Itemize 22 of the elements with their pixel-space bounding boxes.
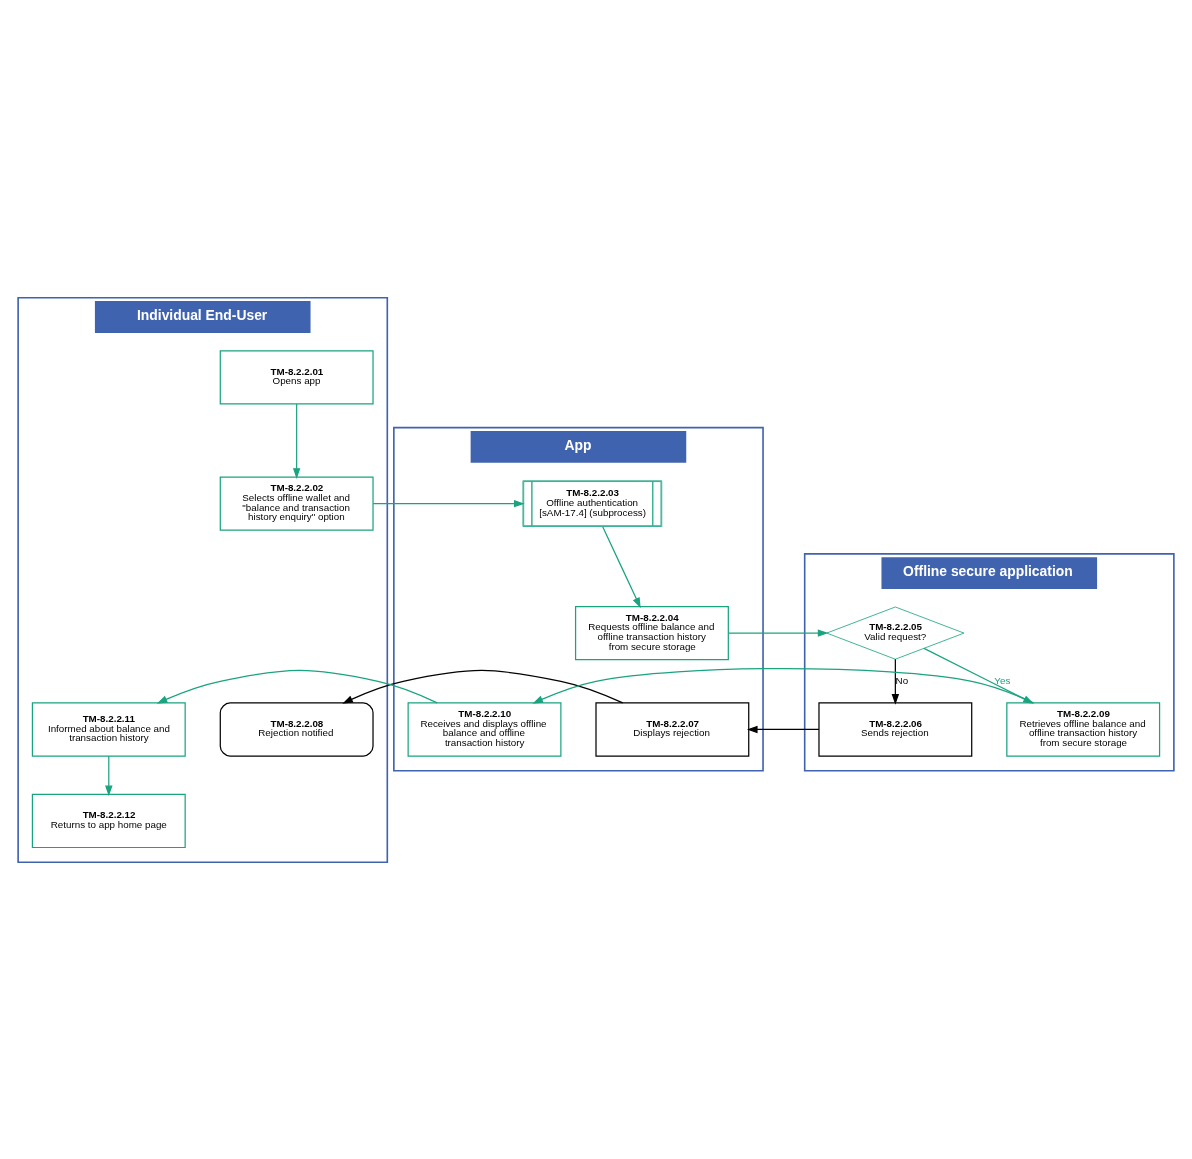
node-box: TM-8.2.2.08 Rejection notified [219, 701, 374, 757]
node-box: TM-8.2.2.07 Displays rejection [595, 701, 750, 757]
arrow [372, 499, 525, 507]
arrow [342, 669, 624, 704]
arrow [746, 725, 820, 733]
node-box: TM-8.2.2.04 Requests offline balance and offline transaction history from secure storage [574, 605, 729, 660]
arrow [105, 754, 113, 796]
arrow [156, 669, 438, 704]
arrow [292, 402, 301, 479]
node-box: TM-8.2.2.09 Retrieves offline balance and offline transaction history from secure storage [1006, 701, 1161, 757]
node-box: TM-8.2.2.06 Sends rejection [818, 701, 973, 757]
node-diamond: TM-8.2.2.05 Valid request? [826, 606, 965, 660]
node-box: TM-8.2.2.01 Opens app [219, 349, 374, 405]
arrow [602, 525, 641, 608]
node-box: TM-8.2.2.02 Selects offline wallet and "balance and transaction history enquiry" option [219, 475, 374, 531]
node-box: TM-8.2.2.12 Returns to app home page [31, 793, 186, 848]
edge-label: No [895, 674, 909, 686]
node-box: TM-8.2.2.10 Receives and displays offline balance and offline transaction history [407, 701, 562, 757]
node-box: TM-8.2.2.11 Informed about balance and transaction history [31, 701, 186, 757]
arrow [891, 658, 900, 705]
edge-label: Yes [994, 674, 1011, 686]
arrow [727, 628, 829, 637]
